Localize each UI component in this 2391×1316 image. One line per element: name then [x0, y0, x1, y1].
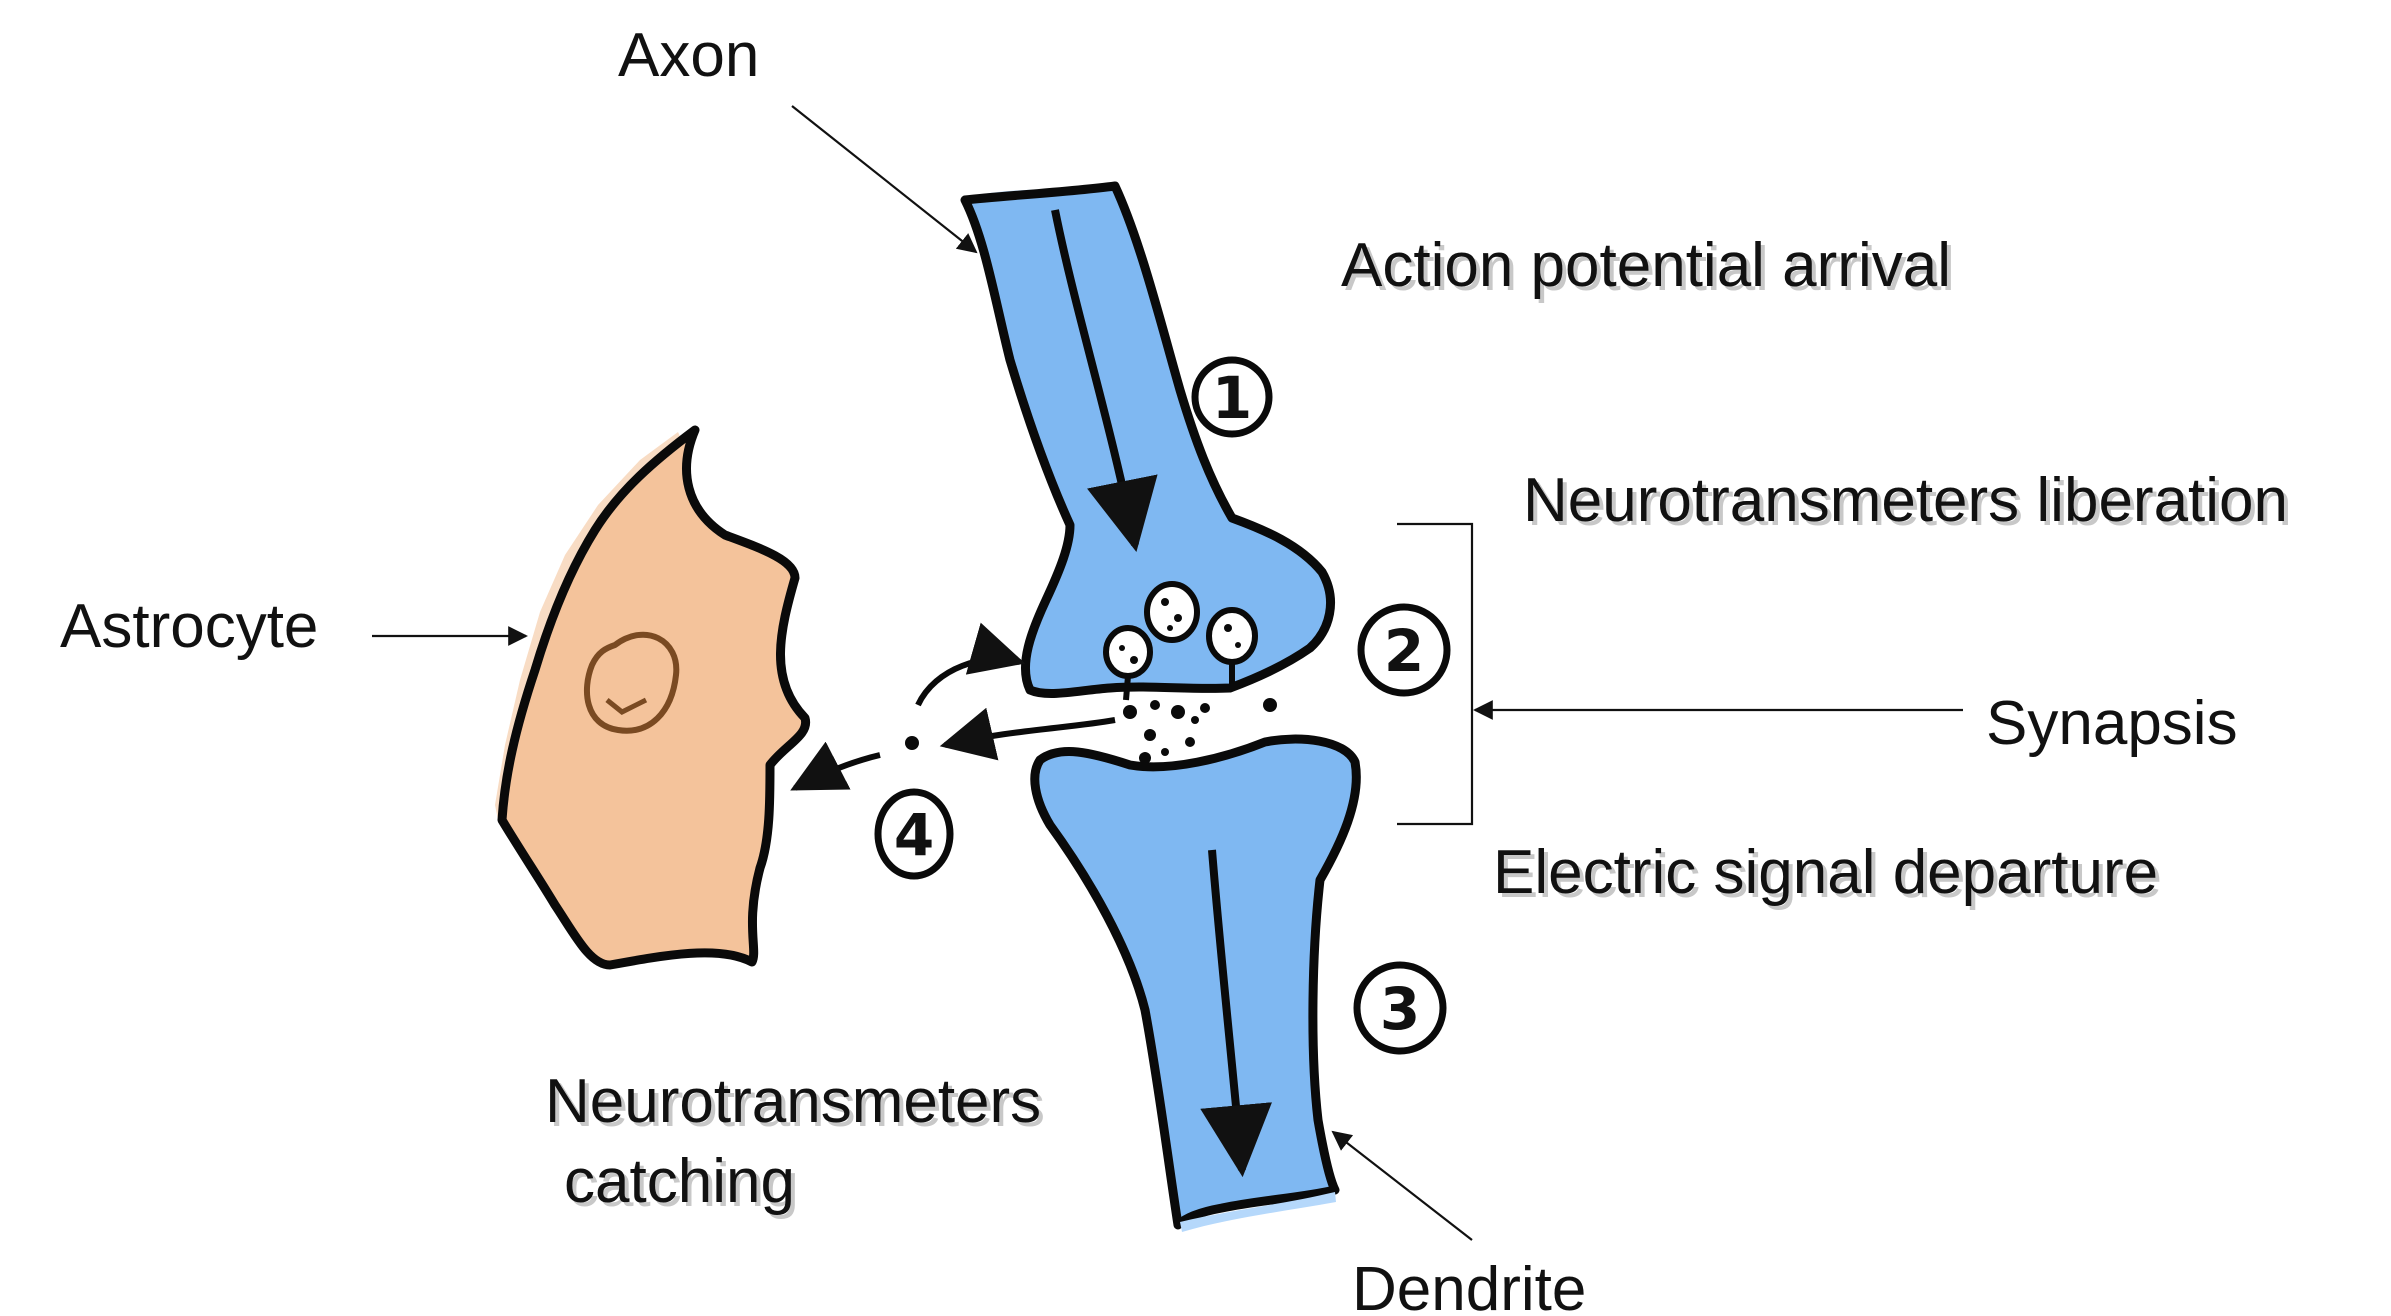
liberation-label: Neurotransmeters liberation: [1523, 466, 2288, 535]
vesicle: [1209, 610, 1255, 662]
curved-arrow-lower: [795, 755, 880, 788]
step-2-number: 2: [1384, 617, 1424, 685]
astrocyte-body: [502, 430, 806, 965]
dendrite: [1035, 739, 1357, 1232]
vesicle: [1106, 628, 1150, 676]
step-3-number: 3: [1380, 975, 1420, 1043]
dendrite-body: [1035, 739, 1357, 1225]
synapsis-label: Synapsis: [1986, 689, 2238, 758]
action-potential-label: Action potential arrival: [1341, 231, 1951, 300]
curved-arrow-upper: [918, 659, 1020, 705]
catching-label-line2: catching: [564, 1147, 795, 1216]
astrocyte-label: Astrocyte: [60, 592, 318, 661]
axon-pointer: [792, 106, 976, 252]
curved-arrow-middle: [945, 720, 1115, 745]
dendrite-pointer: [1333, 1132, 1472, 1240]
astrocyte-cell: [495, 430, 806, 965]
step-1-number: 1: [1212, 364, 1252, 432]
step-2-marker: 2: [1361, 607, 1447, 693]
vesicle: [1147, 584, 1197, 640]
dendrite-label: Dendrite: [1352, 1255, 1586, 1316]
step-4-number: 4: [894, 801, 934, 869]
step-1-marker: 1: [1195, 360, 1269, 434]
axon-label: Axon: [618, 21, 759, 90]
step-3-marker: 3: [1357, 965, 1443, 1051]
catching-label-line1: Neurotransmeters: [545, 1067, 1041, 1136]
step-4-marker: 4: [878, 792, 950, 876]
electric-signal-label: Electric signal departure: [1493, 838, 2158, 907]
